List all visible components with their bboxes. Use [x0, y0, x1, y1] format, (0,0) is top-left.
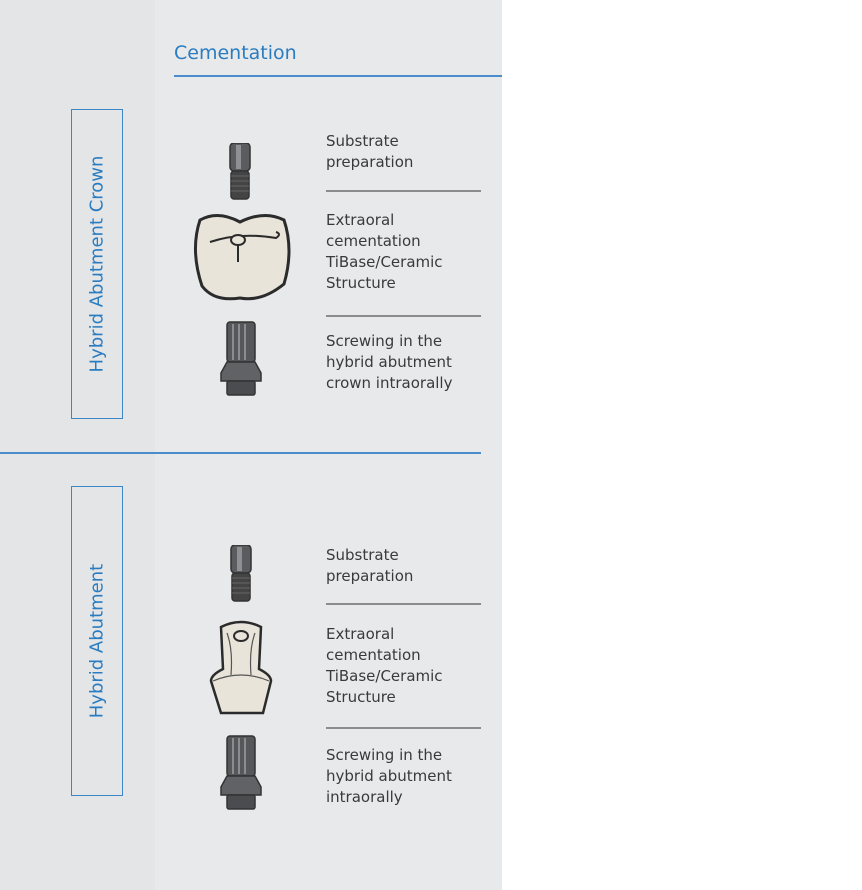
step-text: Substrate preparation [326, 132, 414, 171]
step-text: Extraoral cementation TiBase/Ceramic Str… [326, 211, 443, 292]
section-label: Hybrid Abutment [86, 563, 108, 719]
section-label-box: Hybrid Abutment Crown [71, 109, 123, 419]
screw-icon [229, 143, 251, 200]
crown-icon [193, 214, 291, 301]
abutment-icon [220, 321, 262, 396]
step-divider [326, 727, 481, 729]
cementation-panel: Cementation Hybrid Abutment Crown Hybrid… [0, 0, 502, 890]
step-text: Substrate preparation [326, 546, 414, 585]
step-text: Screwing in the hybrid abutment intraora… [326, 746, 452, 806]
screw-icon [230, 545, 252, 602]
step-text: Screwing in the hybrid abutment crown in… [326, 332, 453, 392]
section-title: Cementation [174, 42, 297, 64]
step-text: Extraoral cementation TiBase/Ceramic Str… [326, 625, 443, 706]
step-divider [326, 190, 481, 192]
label-column [0, 0, 155, 890]
title-underline [174, 75, 502, 77]
abutment-icon [220, 735, 262, 810]
section-divider [0, 452, 481, 454]
section-label: Hybrid Abutment Crown [86, 155, 108, 373]
section-label-box: Hybrid Abutment [71, 486, 123, 796]
hybrid-abutment-icon [209, 620, 273, 715]
step-divider [326, 603, 481, 605]
step-divider [326, 315, 481, 317]
